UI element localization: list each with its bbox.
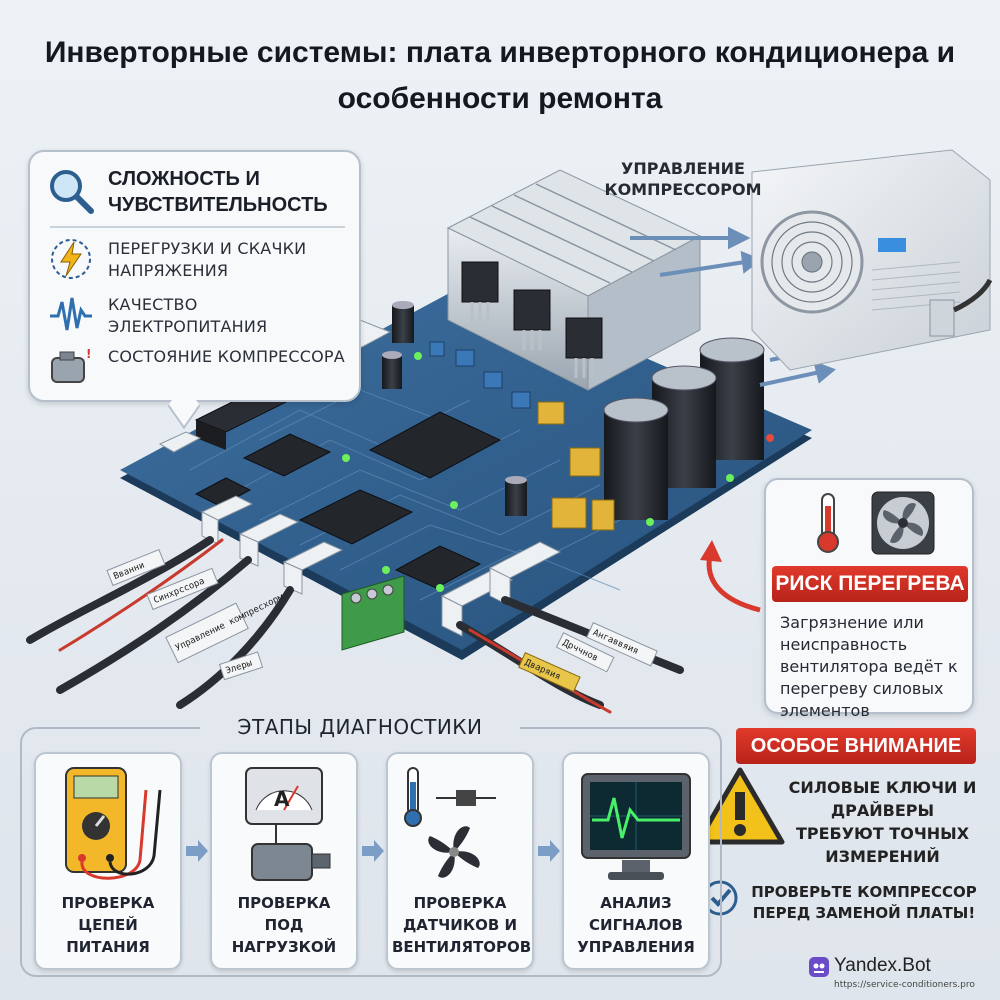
- overheat-panel: Риск перегрева Загрязнение или неисправн…: [764, 478, 974, 720]
- step-arrow-icon: [362, 840, 384, 862]
- ammeter-motor-icon: A: [245, 767, 331, 881]
- svg-text:!: !: [86, 347, 91, 361]
- oscilloscope-icon: [581, 773, 691, 880]
- warning-triangle-icon: [695, 767, 785, 845]
- step-label: Проверка цепей питания: [61, 894, 155, 956]
- factor-text: Качество электропитания: [108, 295, 268, 336]
- attention-banner: Особое внимание: [736, 728, 976, 764]
- complexity-heading: Сложность и чувствительность: [108, 168, 328, 216]
- factor-compressor: ! Состояние компрессора: [48, 344, 353, 394]
- bot-logo-icon: [809, 957, 829, 977]
- compressor-control-label: Управление компрессором: [604, 159, 762, 199]
- microcontroller-chip: [194, 411, 502, 589]
- step-label: Анализ сигналов управления: [577, 894, 695, 956]
- ac-outdoor-unit: [751, 149, 993, 371]
- brand-url[interactable]: https://service-conditioners.pro: [834, 980, 975, 990]
- diagnostics-heading: Этапы диагностики: [200, 714, 520, 740]
- complexity-panel: Сложность и чувствительность Перегрузки …: [28, 150, 361, 430]
- magnifier-icon: [50, 170, 94, 214]
- screw-terminal-block: [341, 575, 405, 651]
- check-compressor-note: Проверьте компрессор перед заменой платы…: [751, 883, 977, 922]
- step-label: Проверка под нагрузкой: [231, 894, 337, 956]
- svg-text:A: A: [274, 787, 290, 811]
- factor-text: Состояние компрессора: [108, 347, 345, 366]
- status-leds: [342, 352, 774, 592]
- sensor-fan-icon: [404, 767, 496, 878]
- step-arrow-icon: [186, 840, 208, 862]
- diagnostic-step-power: Проверка цепей питания: [34, 752, 182, 970]
- overheat-arrow: [700, 540, 761, 613]
- diagnostic-step-sensors: Проверка датчиков и вентиляторов: [386, 752, 534, 970]
- cable-connectors: [200, 495, 562, 637]
- electrolytic-capacitors: [382, 301, 765, 520]
- factor-power-quality: Качество электропитания: [48, 292, 353, 342]
- diagnostic-step-load: A Проверка под нагрузкой: [210, 752, 358, 970]
- compressor-state-icon: !: [51, 347, 91, 383]
- ceramic-capacitors: [429, 341, 531, 409]
- divider: [50, 226, 345, 228]
- overheat-banner: Риск перегрева: [772, 566, 968, 602]
- brand-name: Yandex.Bot: [834, 955, 931, 976]
- fan-icon: [871, 491, 935, 555]
- diagnostic-step-signals: Анализ сигналов управления: [562, 752, 710, 970]
- film-capacitors: [537, 401, 615, 531]
- power-transistors: [461, 261, 603, 378]
- multimeter-icon: [65, 767, 162, 880]
- thermometer-icon: [817, 493, 839, 553]
- attention-text: Силовые ключи и драйверы требуют точных …: [788, 778, 977, 866]
- step-label: Проверка датчиков и вентиляторов: [392, 894, 532, 956]
- voltage-surge-icon: [51, 239, 91, 279]
- factor-text: Перегрузки и скачки напряжения: [108, 239, 307, 280]
- overheat-text: Загрязнение или неисправность вентилятор…: [780, 613, 958, 720]
- factor-voltage: Перегрузки и скачки напряжения: [48, 236, 353, 286]
- power-quality-wave-icon: [50, 297, 92, 331]
- page-title: Инверторные системы: плата инверторного …: [44, 36, 956, 115]
- step-arrow-icon: [538, 840, 560, 862]
- wiring-harness: [26, 536, 684, 714]
